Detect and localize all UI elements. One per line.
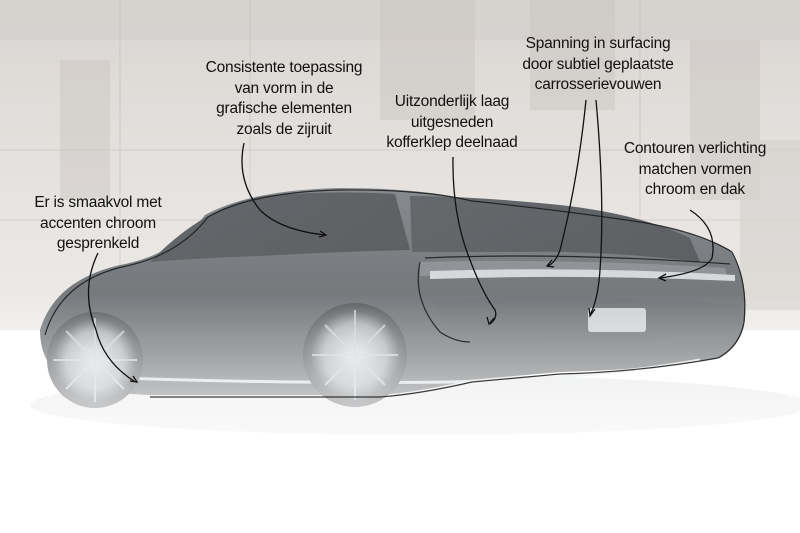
annotation-leader-lines xyxy=(87,99,714,383)
annotation-chrome-accents: Er is smaakvol met accenten chroom gespr… xyxy=(18,193,178,255)
annotation-consistent-shape: Consistente toepassing van vorm in de gr… xyxy=(182,58,386,140)
annotation-line: gesprenkeld xyxy=(56,235,140,252)
annotation-line: carrosserievouwen xyxy=(534,76,662,93)
annotation-lighting-contours: Contouren verlichting matchen vormen chr… xyxy=(610,139,780,201)
annotation-line: grafische elementen xyxy=(216,100,352,117)
annotation-line: matchen vormen xyxy=(638,160,752,178)
annotation-line: Contouren verlichting xyxy=(623,140,767,157)
annotation-line: van vorm in de xyxy=(234,79,334,97)
annotation-trunk-seam: Uitzonderlijk laag uitgesneden kofferkle… xyxy=(378,92,526,154)
annotation-line: chroom en dak xyxy=(645,181,745,198)
annotation-line: Er is smaakvol met xyxy=(34,194,162,211)
annotation-line: uitgesneden xyxy=(410,113,494,131)
annotation-surfacing-tension: Spanning in surfacing door subtiel gepla… xyxy=(505,34,691,96)
annotation-line: Consistente toepassing xyxy=(205,59,363,76)
annotation-line: Spanning in surfacing xyxy=(525,35,671,52)
sketch-lines xyxy=(44,189,746,398)
annotation-line: kofferklep deelnaad xyxy=(386,134,518,151)
annotation-line: Uitzonderlijk laag xyxy=(394,93,510,110)
annotation-line: zoals de zijruit xyxy=(236,120,332,138)
annotation-line: door subtiel geplaatste xyxy=(522,55,674,73)
annotation-line: accenten chroom xyxy=(40,214,156,232)
